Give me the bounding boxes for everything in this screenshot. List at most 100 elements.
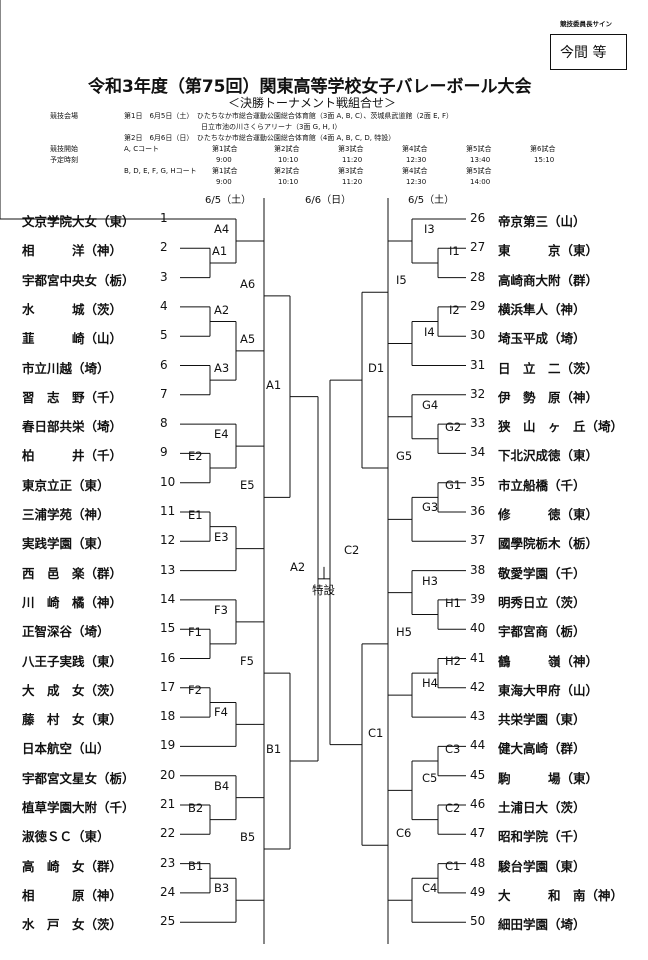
- left-team-name: 相 洋（神）: [22, 243, 123, 259]
- match-label: E1: [188, 507, 203, 522]
- match-label: C3: [445, 742, 461, 757]
- left-team-name: 韮 崎（山）: [22, 331, 123, 347]
- slot-a-time: 9:00: [216, 156, 232, 164]
- right-team-name: 駿台学園（東）: [498, 858, 586, 874]
- match-label: E4: [214, 427, 229, 442]
- left-team-name: 習 志 野（千）: [22, 389, 123, 405]
- slot-b-time: 14:00: [470, 178, 491, 186]
- right-team-name: 伊 勢 原（神）: [498, 389, 599, 405]
- left-team-number: 22: [160, 826, 176, 841]
- match-label: E5: [240, 478, 255, 493]
- right-team-number: 48: [470, 855, 486, 870]
- right-team-name: 大 和 南（神）: [498, 887, 624, 903]
- match-label: C2: [445, 800, 461, 815]
- right-team-number: 46: [470, 797, 486, 811]
- date-center: 6/6（日）: [305, 195, 352, 206]
- left-team-name: 淑徳ＳＣ（東）: [22, 829, 110, 845]
- left-team-number: 6: [160, 357, 168, 372]
- right-team-number: 34: [470, 445, 486, 460]
- right-team-number: 38: [470, 562, 486, 577]
- right-team-number: 32: [470, 386, 486, 401]
- slot-a-time: 15:10: [534, 156, 555, 164]
- left-team-name: 三浦学苑（神）: [22, 507, 110, 522]
- right-team-name: 狭 山 ヶ 丘（埼）: [498, 419, 624, 435]
- right-team-number: 37: [470, 533, 486, 548]
- slot-a-name: 第2試合: [274, 145, 300, 153]
- match-label: I5: [396, 273, 407, 288]
- left-team-name: 水 城（茨）: [22, 301, 123, 317]
- left-team-name: 相 原（神）: [22, 887, 123, 903]
- match-label: F5: [240, 654, 254, 669]
- left-team-number: 7: [160, 386, 168, 401]
- match-label: E2: [188, 449, 203, 464]
- court-group-b: B, D, E, F, G, Hコート: [124, 167, 197, 175]
- right-team-number: 49: [470, 884, 486, 899]
- match-label: A6: [240, 276, 256, 291]
- slot-b-name: 第3試合: [338, 167, 364, 175]
- slot-b-name: 第5試合: [466, 167, 492, 175]
- slot-a-name: 第1試合: [212, 145, 238, 153]
- match-label: B5: [240, 829, 256, 844]
- match-label: F4: [214, 705, 228, 720]
- right-team-number: 50: [470, 914, 486, 929]
- match-label: H2: [445, 654, 461, 669]
- left-team-name: 正智深谷（埼）: [22, 624, 110, 640]
- slot-b-time: 10:10: [278, 178, 299, 186]
- venue-line: 第1日 6月5日（土） ひたちなか市総合運動公園総合体育館（3面 A, B, C…: [124, 112, 453, 120]
- right-team-name: 東 京（東）: [498, 243, 599, 259]
- right-team-number: 44: [470, 738, 486, 753]
- right-team-name: 高崎商大附（群）: [498, 272, 599, 288]
- left-team-number: 15: [160, 621, 176, 636]
- start-label: 競技開始: [50, 145, 78, 153]
- left-team-number: 4: [160, 298, 168, 313]
- match-label: I3: [424, 221, 435, 236]
- match-label: G5: [396, 449, 413, 464]
- match-label: A3: [214, 361, 230, 376]
- right-team-name: 土浦日大（茨）: [498, 800, 586, 815]
- left-team-name: 柏 井（千）: [22, 448, 123, 464]
- left-team-name: 日本航空（山）: [22, 741, 110, 757]
- slot-a-time: 13:40: [470, 156, 491, 164]
- right-team-number: 31: [470, 357, 486, 372]
- left-team-name: 文京学院大女（東）: [22, 214, 135, 229]
- slot-a-time: 11:20: [342, 156, 363, 164]
- match-label: 特設: [312, 582, 335, 597]
- left-team-name: 大 成 女（茨）: [22, 682, 123, 698]
- match-label: C1: [445, 859, 461, 874]
- left-team-name: 東京立正（東）: [22, 477, 110, 493]
- match-label: A1: [212, 243, 228, 258]
- left-team-number: 14: [160, 591, 176, 606]
- match-label: E3: [214, 529, 229, 544]
- match-label: C4: [422, 881, 438, 896]
- slot-a-name: 第3試合: [338, 145, 364, 153]
- left-team-number: 17: [160, 679, 176, 694]
- right-team-name: 細田学園（埼）: [498, 917, 586, 933]
- venue-label: 競技会場: [50, 112, 78, 120]
- left-team-number: 18: [160, 709, 176, 724]
- date-right: 6/5（土）: [408, 195, 455, 206]
- left-team-name: 宇都宮文星女（栃）: [22, 770, 135, 786]
- left-team-number: 19: [160, 738, 176, 753]
- left-team-name: 市立川越（埼）: [22, 360, 110, 376]
- slot-b-name: 第4試合: [402, 167, 428, 175]
- right-team-number: 33: [470, 416, 486, 431]
- right-team-name: 埼玉平成（埼）: [498, 331, 586, 347]
- match-label: F1: [188, 624, 202, 639]
- right-team-name: 敬愛学園（千）: [498, 565, 586, 581]
- sign-box: [550, 34, 627, 70]
- slot-b-time: 12:30: [406, 178, 427, 186]
- left-team-number: 25: [160, 914, 176, 929]
- left-team-number: 10: [160, 474, 176, 489]
- right-team-name: 健大高崎（群）: [498, 741, 586, 757]
- left-team-name: 植草学園大附（千）: [22, 800, 135, 815]
- right-team-name: 鶴 嶺（神）: [498, 653, 599, 669]
- sign-name: 今間 等: [560, 45, 607, 61]
- left-team-number: 13: [160, 562, 176, 577]
- right-team-number: 43: [470, 709, 486, 724]
- right-team-number: 39: [470, 591, 486, 606]
- match-label: G2: [445, 419, 462, 434]
- right-team-number: 42: [470, 679, 486, 694]
- left-team-number: 20: [160, 767, 176, 782]
- match-label: F3: [214, 602, 228, 617]
